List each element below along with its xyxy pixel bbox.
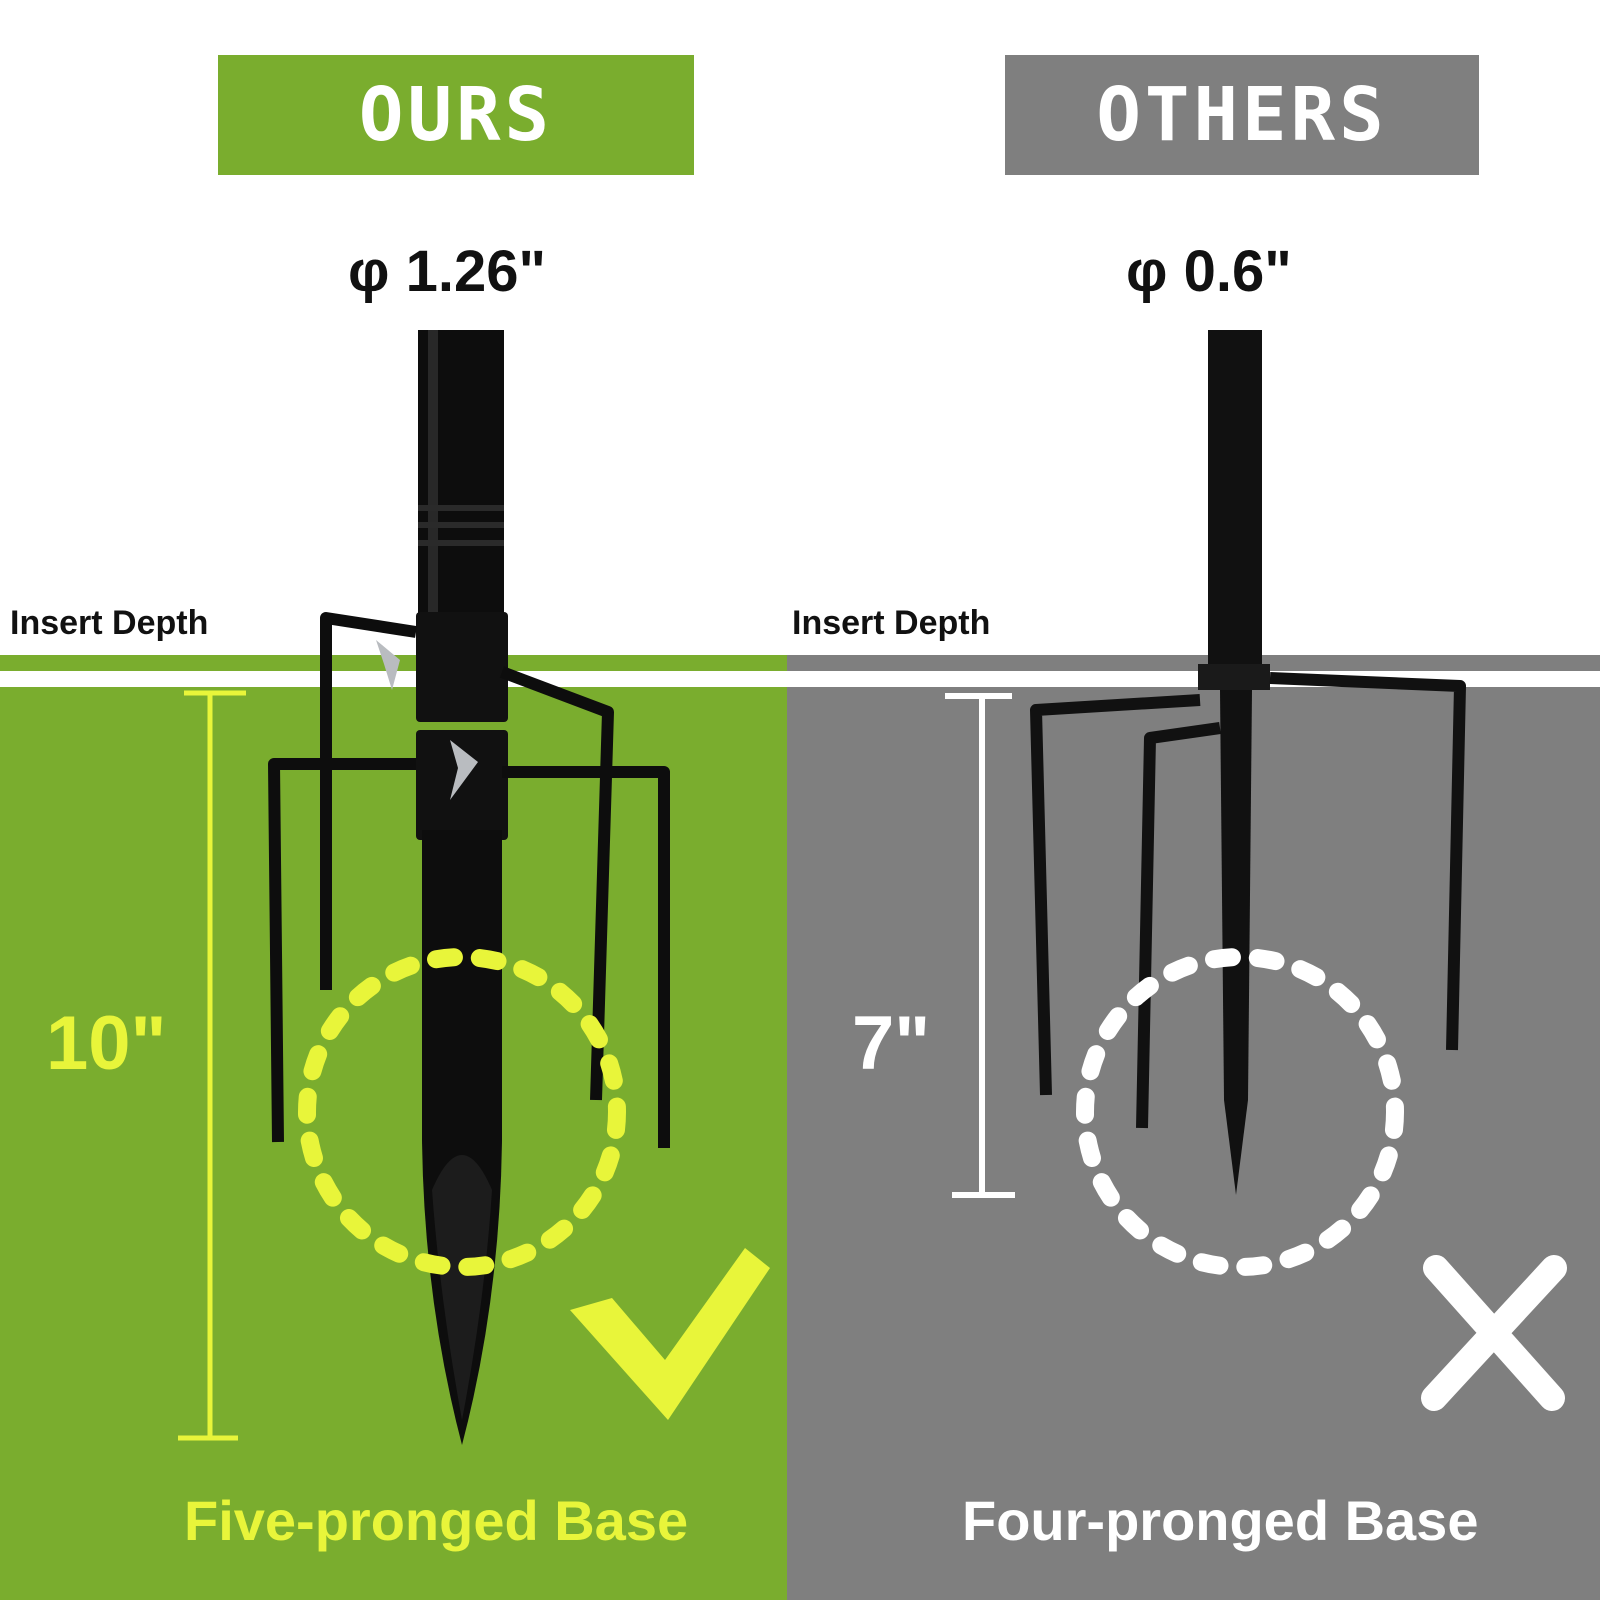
others-diameter-circle [1076,948,1404,1276]
others-stake-illustration [1030,330,1466,1195]
ours-insert-depth-label: Insert Depth [10,604,209,642]
ours-header-label: OURS [358,72,554,158]
others-depth-marker [945,693,1015,1198]
others-ground-zone [787,655,1600,1600]
others-depth-label: 7" [852,1001,931,1086]
ours-base-label: Five-pronged Base [184,1489,689,1552]
others-header-label: OTHERS [1096,72,1388,158]
ours-depth-label: 10" [46,1001,167,1086]
others-diameter: φ 0.6" [1126,239,1292,304]
ours-header: OURS [218,55,694,175]
checkmark-icon [570,1248,770,1420]
others-base-label: Four-pronged Base [962,1489,1479,1552]
ours-stake-illustration [268,330,670,1445]
ours-diameter: φ 1.26" [348,239,546,304]
ours-ground-zone [0,655,787,1600]
others-insert-depth-label: Insert Depth [792,604,991,642]
others-header: OTHERS [1005,55,1479,175]
ours-diameter-circle [298,948,626,1276]
cross-icon [1421,1255,1567,1411]
ours-depth-marker [178,690,246,1441]
